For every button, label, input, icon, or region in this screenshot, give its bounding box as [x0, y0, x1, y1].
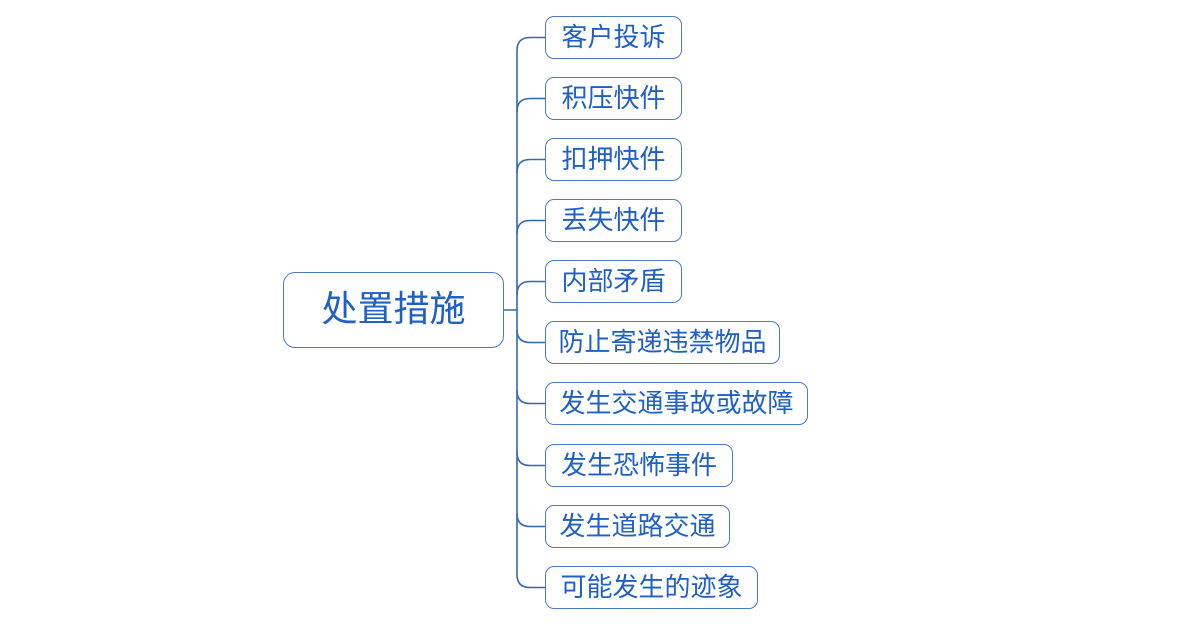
child-node-3[interactable]: 扣押快件 [545, 138, 682, 181]
connector-path [516, 158, 547, 174]
child-node-2[interactable]: 积压快件 [545, 77, 682, 120]
child-node-7[interactable]: 发生交通事故或故障 [545, 382, 808, 425]
connector-path [516, 328, 547, 344]
child-node-4[interactable]: 丢失快件 [545, 199, 682, 242]
connector-path [516, 451, 547, 467]
connector-path [516, 36, 547, 589]
child-node-6[interactable]: 防止寄递违禁物品 [545, 321, 780, 364]
connector-path [516, 97, 547, 113]
child-node-9[interactable]: 发生道路交通 [545, 505, 730, 548]
connector-path [516, 389, 547, 405]
child-node-10[interactable]: 可能发生的迹象 [545, 566, 758, 609]
child-node-1[interactable]: 客户投诉 [545, 16, 682, 59]
root-node[interactable]: 处置措施 [283, 272, 504, 348]
connector-path [516, 512, 547, 528]
child-node-5[interactable]: 内部矛盾 [545, 260, 682, 303]
connector-path [516, 280, 547, 296]
connector-path [516, 219, 547, 235]
child-node-8[interactable]: 发生恐怖事件 [545, 444, 733, 487]
